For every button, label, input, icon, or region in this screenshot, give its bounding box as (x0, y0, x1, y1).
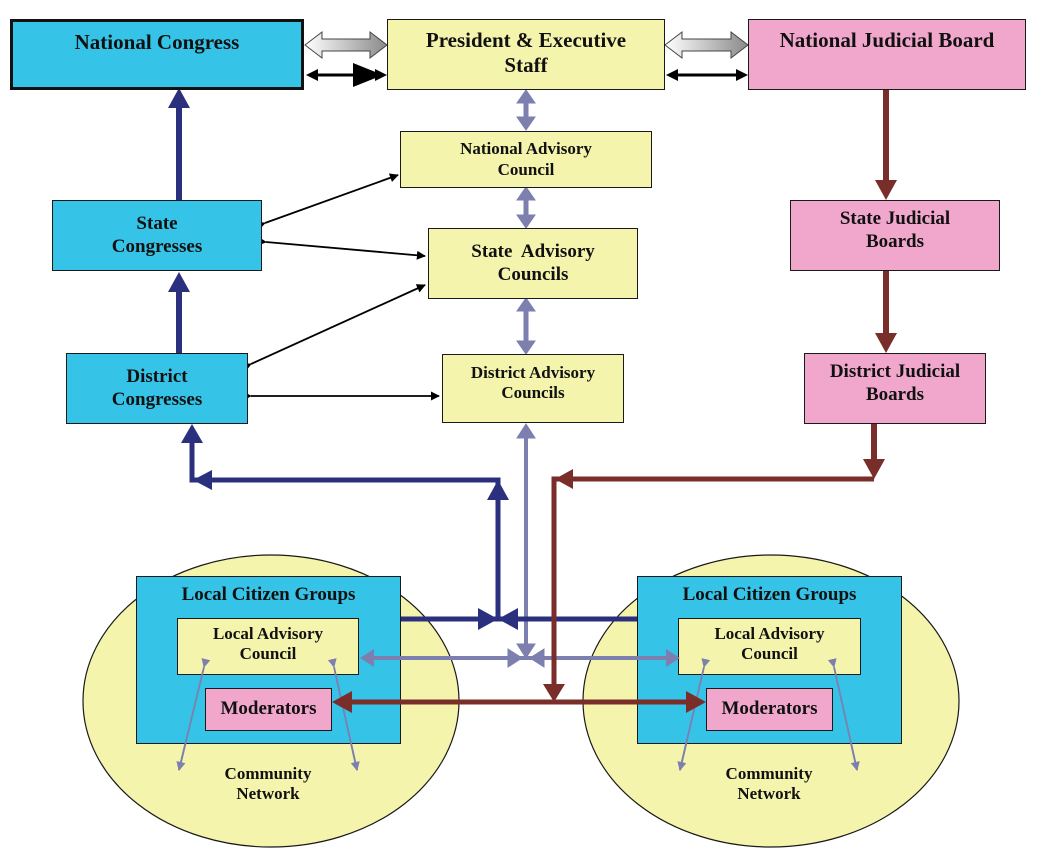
local-advisory-line2: Council (239, 644, 297, 664)
arrowhead (306, 69, 318, 81)
national-advisory-line1: National Advisory (460, 139, 592, 159)
community-network-line1: Community (725, 764, 813, 783)
state-advisory-line1: State Advisory (471, 240, 595, 262)
national-judicial-board-box[interactable]: National Judicial Board (748, 19, 1026, 90)
executive-label-line1: President & Executive (425, 28, 627, 52)
moderators-box-right[interactable]: Moderators (706, 688, 833, 731)
local-advisory-line2: Council (741, 644, 798, 664)
state-advisory-line2: Councils (497, 263, 569, 285)
president-executive-box[interactable]: President & Executive Staff (387, 19, 665, 90)
district-advisory-councils-box[interactable]: District Advisory Councils (442, 354, 624, 423)
arrowhead (736, 69, 748, 81)
community-network-label-left: Community Network (198, 764, 338, 805)
community-network-line2: Network (236, 784, 300, 804)
national-congress-box[interactable]: National Congress (10, 19, 304, 90)
district-advisory-line2: Councils (501, 383, 565, 403)
community-network-line1: Community (224, 764, 312, 783)
state-advisory-councils-box[interactable]: State Advisory Councils (428, 228, 638, 299)
moderators-label: Moderators (721, 698, 818, 720)
local-advisory-council-box-left[interactable]: Local Advisory Council (177, 618, 359, 675)
arrowhead (666, 69, 678, 81)
district-congresses-box[interactable]: District Congresses (66, 353, 248, 424)
state-judicial-boards-box[interactable]: State Judicial Boards (790, 200, 1000, 271)
district-judicial-line1: District Judicial (829, 361, 961, 382)
community-network-line2: Network (737, 784, 801, 804)
moderators-label: Moderators (220, 698, 317, 720)
local-advisory-line1: Local Advisory (212, 624, 324, 643)
district-congresses-line1: District (126, 365, 188, 387)
national-judicial-label: National Judicial Board (779, 28, 995, 52)
local-advisory-line1: Local Advisory (714, 624, 825, 643)
local-advisory-council-box-right[interactable]: Local Advisory Council (678, 618, 861, 675)
state-congresses-line2: Congresses (111, 235, 203, 257)
local-citizen-groups-label: Local Citizen Groups (682, 584, 857, 605)
executive-label-line2: Staff (504, 53, 548, 78)
double-arrow-congress-executive (304, 30, 388, 60)
district-congresses-line2: Congresses (111, 388, 203, 410)
double-arrow-executive-judicial (664, 30, 749, 60)
district-judicial-line2: Boards (865, 383, 925, 405)
national-congress-label: National Congress (74, 30, 240, 54)
congress-chain-links (168, 88, 637, 630)
state-judicial-line1: State Judicial (839, 208, 951, 229)
congress-advisory-links (241, 173, 440, 401)
national-advisory-line2: Council (497, 159, 555, 179)
district-advisory-line1: District Advisory (470, 363, 596, 382)
arrowhead (375, 69, 387, 81)
state-judicial-line2: Boards (865, 230, 925, 252)
moderators-box-left[interactable]: Moderators (205, 688, 332, 731)
district-judicial-boards-box[interactable]: District Judicial Boards (804, 353, 986, 424)
state-congresses-line1: State (136, 212, 178, 234)
local-citizen-groups-label: Local Citizen Groups (181, 584, 356, 605)
state-congresses-box[interactable]: State Congresses (52, 200, 262, 271)
community-network-label-right: Community Network (699, 764, 839, 805)
national-advisory-council-box[interactable]: National Advisory Council (400, 131, 652, 188)
